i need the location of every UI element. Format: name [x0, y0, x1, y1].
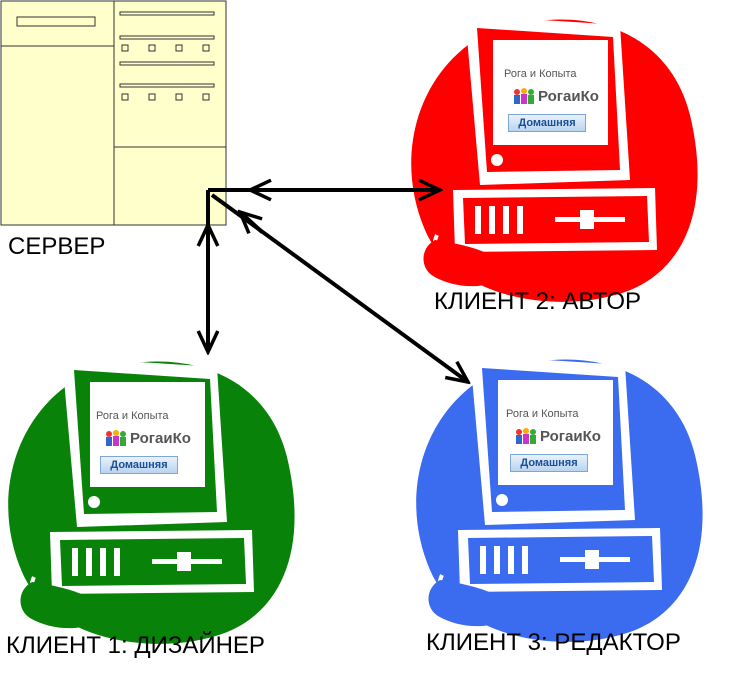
- client1-screen: Рога и Копыта РогаиКо Домашняя: [92, 400, 202, 500]
- home-tab[interactable]: Домашняя: [100, 456, 178, 474]
- connectors: [208, 190, 468, 382]
- company-name: Рога и Копыта: [506, 408, 579, 420]
- home-tab[interactable]: Домашняя: [508, 114, 586, 132]
- logo-text: РогаиКо: [538, 88, 599, 105]
- company-name: Рога и Копыта: [504, 68, 577, 80]
- people-logo-icon: [104, 428, 128, 448]
- home-tab[interactable]: Домашняя: [510, 454, 588, 472]
- client3-screen: Рога и Копыта РогаиКо Домашняя: [502, 398, 612, 498]
- logo-text: РогаиКо: [540, 428, 601, 445]
- connector-client3-return: [240, 212, 264, 232]
- server-box: [0, 0, 227, 226]
- logo-text: РогаиКо: [130, 430, 191, 447]
- client3-label: КЛИЕНТ 3: РЕДАКТОР: [426, 629, 681, 656]
- server-label: СЕРВЕР: [8, 233, 106, 260]
- company-name: Рога и Копыта: [96, 410, 169, 422]
- people-logo-icon: [512, 86, 536, 106]
- client2-label: КЛИЕНТ 2: АВТОР: [434, 288, 641, 315]
- people-logo-icon: [514, 426, 538, 446]
- client2-screen: Рога и Копыта РогаиКо Домашняя: [500, 58, 610, 158]
- client1-label: КЛИЕНТ 1: ДИЗАЙНЕР: [6, 632, 265, 659]
